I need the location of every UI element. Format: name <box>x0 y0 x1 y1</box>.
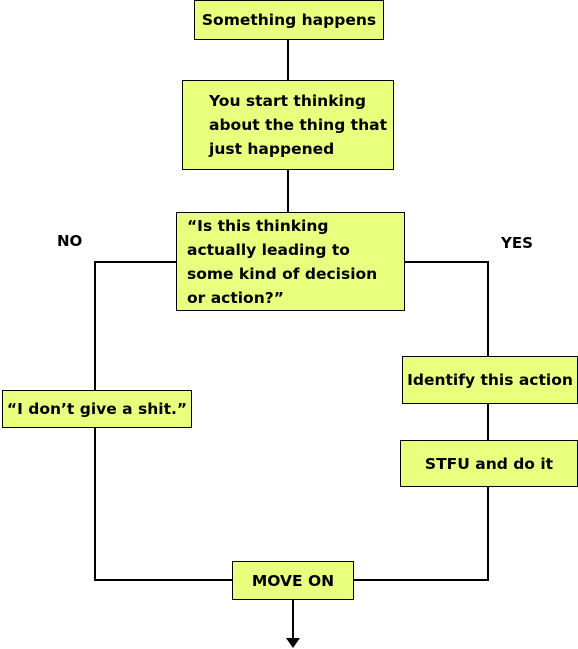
branch-label-no: NO <box>57 232 83 250</box>
node-decision-question: “Is this thinking actually leading to so… <box>176 212 405 311</box>
node-dont-give-text: “I don’t give a shit.” <box>6 400 188 418</box>
node-stfu-do-it: STFU and do it <box>400 440 578 487</box>
arrowhead-icon <box>286 638 300 648</box>
connector-no-moveon <box>94 428 232 581</box>
branch-label-yes: YES <box>501 234 533 252</box>
node-something-happens: Something happens <box>194 0 384 40</box>
connector-question-no <box>94 261 176 390</box>
node-decision-question-text: “Is this thinking actually leading to so… <box>187 216 378 307</box>
node-move-on-text: MOVE ON <box>251 571 335 590</box>
node-start-thinking: You start thinking about the thing that … <box>182 80 394 170</box>
node-identify-action: Identify this action <box>402 356 578 404</box>
connector-question-yes <box>405 261 489 356</box>
node-start-thinking-text: You start thinking about the thing that … <box>209 92 387 158</box>
node-something-happens-text: Something happens <box>201 11 377 29</box>
node-stfu-do-it-text: STFU and do it <box>424 454 554 473</box>
node-move-on: MOVE ON <box>232 561 354 600</box>
node-dont-give: “I don’t give a shit.” <box>2 390 192 428</box>
connector-stfu-moveon <box>354 487 489 581</box>
node-identify-action-text: Identify this action <box>407 371 573 389</box>
